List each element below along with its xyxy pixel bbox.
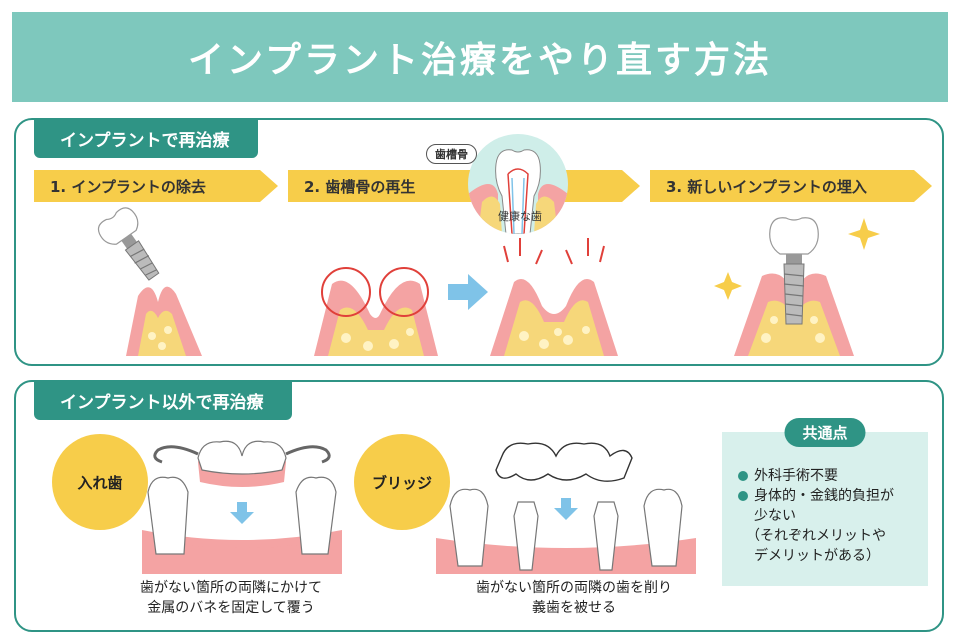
bridge-illustration xyxy=(436,442,696,574)
crown-icon xyxy=(97,207,139,245)
page-title: インプラント治療をやり直す方法 xyxy=(188,40,772,81)
sparkle-icon xyxy=(714,272,742,300)
section1-tab: インプラントで再治療 xyxy=(34,118,258,158)
common-point-item-cont: 少ない xyxy=(738,506,928,526)
red-circle-icon xyxy=(379,267,429,317)
implant-screw-icon xyxy=(124,240,160,281)
denture-caption-line1: 歯がない箇所の両隣にかけて xyxy=(140,580,322,596)
common-point-text: 外科手術不要 xyxy=(754,468,838,484)
common-points-note-line1: （それぞれメリットや xyxy=(746,528,886,544)
tooth-icon xyxy=(643,488,683,567)
tooth-icon xyxy=(449,488,489,567)
common-points-title: 共通点 xyxy=(784,418,866,447)
section-implant-retreatment: インプラントで再治療 1. インプラントの除去 2. 歯槽骨の再生 3. 新しい… xyxy=(14,118,944,366)
alveolar-bone-callout: 歯槽骨 xyxy=(426,144,477,164)
common-point-item: 外科手術不要 xyxy=(738,466,928,486)
bridge-caption: 歯がない箇所の両隣の歯を削り 義歯を被せる xyxy=(444,578,704,618)
step-1-label: 1. インプラントの除去 xyxy=(34,170,278,202)
crown-icon xyxy=(769,217,819,255)
step-2-label: 2. 歯槽骨の再生 xyxy=(288,170,640,202)
bullet-icon xyxy=(738,471,748,481)
section2-tab: インプラント以外で再治療 xyxy=(34,380,292,420)
common-point-text: 少ない xyxy=(754,508,796,524)
prepared-tooth-icon xyxy=(593,501,619,571)
bridge-crowns-icon xyxy=(495,442,633,482)
clasp-icon xyxy=(153,445,199,464)
clasp-icon xyxy=(285,445,331,464)
healthy-tooth-label: 健康な歯 xyxy=(498,210,542,223)
section-non-implant-retreatment: インプラント以外で再治療 入れ歯 歯がない箇所の両隣にかけて 金属のバネを固定し… xyxy=(14,380,944,632)
common-point-text: 身体的・金銭的負担が xyxy=(754,488,894,504)
arrow-down-icon xyxy=(230,502,254,524)
step2-regenerated-bone xyxy=(490,238,618,356)
denture-label: 入れ歯 xyxy=(52,434,148,530)
common-points-note-line2: デメリットがある） xyxy=(754,548,880,564)
bridge-caption-line1: 歯がない箇所の両隣の歯を削り xyxy=(476,580,672,596)
bridge-caption-line2: 義歯を被せる xyxy=(532,600,616,616)
denture-caption-line2: 金属のバネを固定して覆う xyxy=(147,600,315,616)
title-bar: インプラント治療をやり直す方法 xyxy=(12,12,948,102)
tooth-icon xyxy=(295,476,337,555)
common-points-box: 共通点 外科手術不要 身体的・金銭的負担が 少ない （それぞれメリットや デメリ… xyxy=(722,418,928,586)
tooth-icon xyxy=(147,476,189,555)
arrow-right-icon xyxy=(448,274,488,310)
step2-damaged-bone xyxy=(314,267,438,356)
step-3-label: 3. 新しいインプラントの埋入 xyxy=(650,170,932,202)
bridge-label: ブリッジ xyxy=(354,434,450,530)
red-circle-icon xyxy=(321,267,371,317)
sparkle-icon xyxy=(848,218,880,250)
step3-new-implant xyxy=(714,217,880,356)
healthy-tooth-circle xyxy=(468,134,568,234)
common-points-list: 外科手術不要 身体的・金銭的負担が 少ない xyxy=(722,432,928,526)
denture-teeth-icon xyxy=(197,440,287,475)
arrow-down-icon xyxy=(554,498,578,520)
prepared-tooth-icon xyxy=(513,501,539,571)
bullet-icon xyxy=(738,491,748,501)
common-point-item: 身体的・金銭的負担が xyxy=(738,486,928,506)
denture-illustration xyxy=(142,440,342,574)
denture-caption: 歯がない箇所の両隣にかけて 金属のバネを固定して覆う xyxy=(116,578,346,618)
step1-illustration xyxy=(97,207,202,356)
